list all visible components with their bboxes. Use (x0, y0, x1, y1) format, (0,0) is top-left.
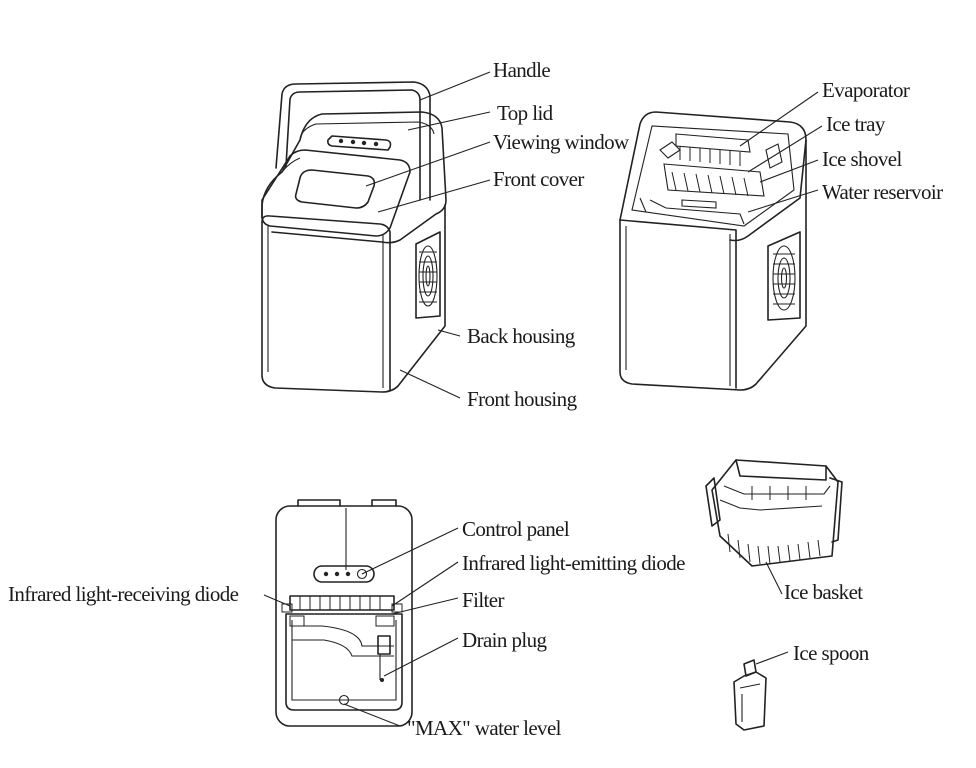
open-machine-figure (619, 91, 823, 391)
label-front-cover: Front cover (493, 167, 584, 191)
label-max-water-level: "MAX" water level (407, 716, 562, 740)
ice-spoon-figure (733, 651, 789, 731)
label-viewing-window: Viewing window (493, 130, 629, 154)
label-back-housing: Back housing (467, 324, 575, 348)
label-top-lid: Top lid (497, 101, 553, 125)
label-water-reservoir: Water reservoir (822, 180, 943, 204)
label-ice-spoon: Ice spoon (793, 641, 869, 665)
label-filter: Filter (462, 588, 505, 612)
label-ice-basket: Ice basket (784, 580, 863, 604)
label-ir-receiving-diode: Infrared light-receiving diode (8, 582, 239, 606)
label-evaporator: Evaporator (822, 78, 910, 102)
label-ice-shovel: Ice shovel (822, 147, 902, 171)
label-control-panel: Control panel (462, 517, 570, 541)
label-handle: Handle (493, 58, 551, 82)
label-front-housing: Front housing (467, 387, 577, 411)
label-ir-emitting-diode: Infrared light-emitting diode (462, 551, 685, 575)
ice-basket-figure (705, 459, 843, 595)
label-ice-tray: Ice tray (826, 112, 885, 136)
closed-machine-figure (261, 71, 491, 399)
label-drain-plug: Drain plug (462, 628, 547, 652)
top-view-figure (263, 499, 459, 727)
